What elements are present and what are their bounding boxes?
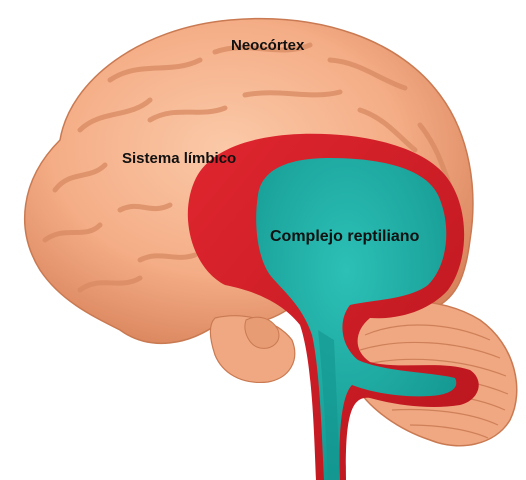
reptilian-complex-label: Complejo reptiliano (270, 228, 419, 246)
limbic-system-label: Sistema límbico (122, 150, 236, 167)
neocortex-label: Neocórtex (231, 37, 304, 54)
